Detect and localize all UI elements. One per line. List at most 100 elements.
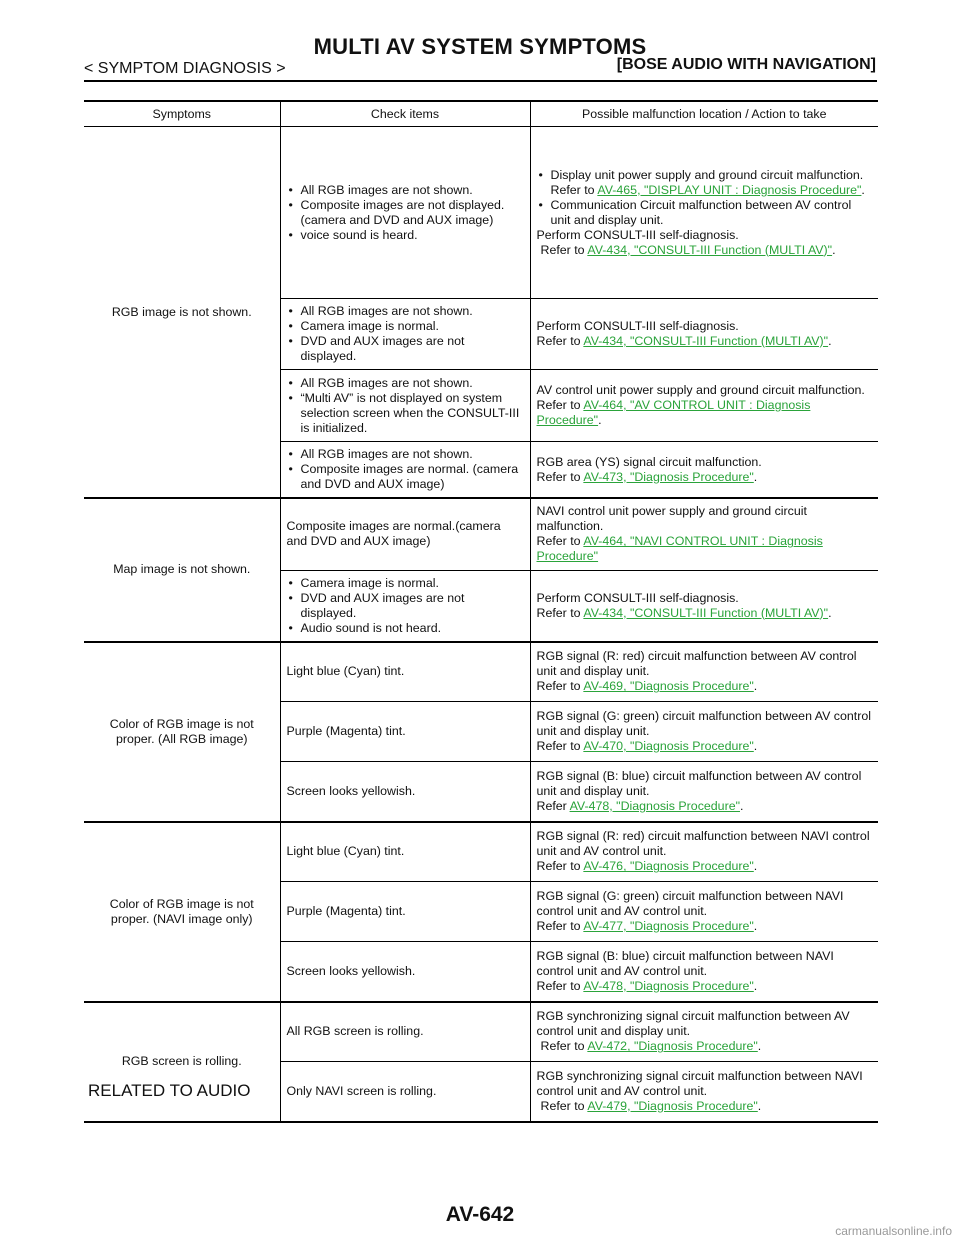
action-cell: Perform CONSULT-III self-diagnosis. Refe… bbox=[530, 570, 878, 643]
check-items-cell: Light blue (Cyan) tint. bbox=[280, 821, 531, 882]
reference-link[interactable]: AV-434, "CONSULT-III Function (MULTI AV)… bbox=[583, 334, 829, 348]
action-text: RGB signal (R: red) circuit malfunction … bbox=[536, 829, 870, 859]
reference-link[interactable]: AV-476, "Diagnosis Procedure" bbox=[583, 859, 754, 874]
reference-link[interactable]: AV-470, "Diagnosis Procedure" bbox=[583, 739, 754, 753]
action-text: NAVI control unit power supply and groun… bbox=[536, 504, 807, 534]
action-text: RGB signal (G: green) circuit malfunctio… bbox=[536, 889, 844, 918]
list-item: Camera image is normal. bbox=[287, 319, 524, 334]
refer-text: Refer to bbox=[536, 469, 584, 484]
table-row: Purple (Magenta) tint. RGB signal (G: gr… bbox=[84, 701, 878, 762]
refer-text: Refer to bbox=[536, 334, 584, 348]
list-item: DVD and AUX images are not displayed. bbox=[287, 591, 524, 621]
column-header-symptoms: Symptoms bbox=[84, 100, 281, 127]
check-items-cell: Screen looks yellowish. bbox=[280, 941, 531, 1003]
reference-link[interactable]: AV-478, "Diagnosis Procedure" bbox=[569, 798, 740, 813]
reference-link[interactable]: AV-464, "AV CONTROL UNIT : Diagnosis Pro… bbox=[536, 398, 811, 427]
reference-link[interactable]: AV-434, "CONSULT-III Function (MULTI AV)… bbox=[587, 242, 833, 257]
list-item: Display unit power supply and ground cir… bbox=[537, 168, 873, 198]
action-cell: Display unit power supply and ground cir… bbox=[530, 126, 878, 299]
action-text: Perform CONSULT-III self-diagnosis. bbox=[536, 590, 739, 605]
action-text: RGB synchronizing signal circuit malfunc… bbox=[536, 1068, 863, 1098]
reference-link[interactable]: AV-469, "Diagnosis Procedure" bbox=[583, 679, 754, 694]
check-items-cell: Purple (Magenta) tint. bbox=[280, 701, 531, 762]
table-header-row: Symptoms Check items Possible malfunctio… bbox=[84, 100, 878, 127]
list-item: All RGB images are not shown. bbox=[287, 304, 524, 319]
check-items-cell: Composite images are normal.(camera and … bbox=[280, 498, 531, 571]
table-row: Only NAVI screen is rolling. RGB synchro… bbox=[84, 1061, 878, 1123]
reference-link[interactable]: AV-465, "DISPLAY UNIT : Diagnosis Proced… bbox=[597, 182, 862, 197]
symptom-cell: Map image is not shown. bbox=[84, 498, 281, 643]
check-items-cell: All RGB screen is rolling. bbox=[280, 1001, 531, 1062]
table-row: All RGB images are not shown. Composite … bbox=[84, 441, 878, 499]
refer-text: Refer to bbox=[540, 1039, 588, 1054]
refer-text: Refer to bbox=[540, 1098, 588, 1113]
list-item: Communication Circuit malfunction betwee… bbox=[537, 198, 873, 228]
list-item: All RGB images are not shown. bbox=[287, 447, 524, 462]
table-row: Screen looks yellowish. RGB signal (B: b… bbox=[84, 941, 878, 1003]
list-item: All RGB images are not shown. bbox=[287, 183, 524, 198]
table-row: Purple (Magenta) tint. RGB signal (G: gr… bbox=[84, 881, 878, 942]
refer-text: Refer to bbox=[536, 398, 584, 412]
reference-link[interactable]: AV-478, "Diagnosis Procedure" bbox=[583, 978, 754, 993]
reference-link[interactable]: AV-472, "Diagnosis Procedure" bbox=[587, 1039, 758, 1054]
action-text: AV control unit power supply and ground … bbox=[536, 383, 865, 397]
watermark: carmanualsonline.info bbox=[835, 1224, 952, 1238]
reference-link[interactable]: AV-473, "Diagnosis Procedure" bbox=[583, 469, 754, 484]
symptoms-table: Symptoms Check items Possible malfunctio… bbox=[84, 100, 878, 1123]
action-cell: RGB signal (B: blue) circuit malfunction… bbox=[530, 761, 878, 823]
action-text: Perform CONSULT-III self-diagnosis. bbox=[536, 227, 739, 242]
refer-text: Refer to bbox=[536, 978, 584, 993]
refer-text: Refer bbox=[536, 798, 570, 813]
reference-link[interactable]: AV-479, "Diagnosis Procedure" bbox=[587, 1098, 758, 1113]
section-heading: RELATED TO AUDIO bbox=[88, 1081, 251, 1100]
list-item: Composite images are not displayed.(came… bbox=[287, 198, 524, 228]
check-items-cell: Screen looks yellowish. bbox=[280, 761, 531, 823]
action-text: RGB area (YS) signal circuit malfunction… bbox=[536, 454, 762, 469]
table-row: Screen looks yellowish. RGB signal (B: b… bbox=[84, 761, 878, 823]
check-items-cell: Purple (Magenta) tint. bbox=[280, 881, 531, 942]
action-cell: Perform CONSULT-III self-diagnosis. Refe… bbox=[530, 298, 878, 370]
page-title: MULTI AV SYSTEM SYMPTOMS bbox=[313, 34, 647, 59]
header-rule bbox=[84, 80, 877, 82]
action-cell: AV control unit power supply and ground … bbox=[530, 369, 878, 442]
check-items-cell: Only NAVI screen is rolling. bbox=[280, 1061, 531, 1123]
action-text: Display unit power supply and ground cir… bbox=[550, 167, 864, 182]
action-cell: RGB signal (R: red) circuit malfunction … bbox=[530, 821, 878, 882]
action-cell: RGB signal (G: green) circuit malfunctio… bbox=[530, 701, 878, 762]
symptom-cell: RGB screen is rolling. bbox=[84, 1001, 281, 1123]
refer-text: Refer to bbox=[540, 242, 588, 257]
symptom-cell: Color of RGB image is not proper. (All R… bbox=[84, 641, 281, 823]
action-text: RGB signal (G: green) circuit malfunctio… bbox=[536, 709, 871, 738]
table-row: All RGB images are not shown. Camera ima… bbox=[84, 298, 878, 370]
action-cell: RGB synchronizing signal circuit malfunc… bbox=[530, 1001, 878, 1062]
reference-link[interactable]: AV-477, "Diagnosis Procedure" bbox=[583, 919, 754, 933]
action-cell: NAVI control unit power supply and groun… bbox=[530, 498, 878, 571]
symptom-cell: RGB image is not shown. bbox=[84, 126, 281, 499]
action-cell: RGB area (YS) signal circuit malfunction… bbox=[530, 441, 878, 499]
list-item: Audio sound is not heard. bbox=[287, 621, 524, 636]
action-text: Perform CONSULT-III self-diagnosis. bbox=[536, 319, 739, 333]
table-row: All RGB images are not shown. “Multi AV”… bbox=[84, 369, 878, 442]
check-items-cell: All RGB images are not shown. Camera ima… bbox=[280, 298, 531, 370]
reference-link[interactable]: AV-464, "NAVI CONTROL UNIT : Diagnosis P… bbox=[536, 534, 823, 564]
section-breadcrumb: < SYMPTOM DIAGNOSIS > bbox=[84, 60, 286, 77]
table-row: Color of RGB image is not proper. (All R… bbox=[84, 641, 878, 823]
action-cell: RGB synchronizing signal circuit malfunc… bbox=[530, 1061, 878, 1123]
check-items-cell: Camera image is normal. DVD and AUX imag… bbox=[280, 570, 531, 643]
table-row: Map image is not shown. Composite images… bbox=[84, 498, 878, 643]
check-items-cell: Light blue (Cyan) tint. bbox=[280, 641, 531, 702]
list-item: “Multi AV” is not displayed on system se… bbox=[287, 391, 524, 436]
list-item: DVD and AUX images are not displayed. bbox=[287, 334, 524, 364]
reference-link[interactable]: AV-434, "CONSULT-III Function (MULTI AV)… bbox=[583, 605, 829, 620]
refer-text: Refer to bbox=[536, 859, 584, 874]
check-items-cell: All RGB images are not shown. Composite … bbox=[280, 441, 531, 499]
refer-text: Refer to bbox=[536, 739, 584, 753]
table-row: RGB image is not shown. All RGB images a… bbox=[84, 126, 878, 499]
refer-text: Refer to bbox=[536, 919, 584, 933]
refer-text: Refer to bbox=[536, 679, 584, 694]
action-cell: RGB signal (R: red) circuit malfunction … bbox=[530, 641, 878, 702]
list-item: voice sound is heard. bbox=[287, 228, 524, 243]
model-label: [BOSE AUDIO WITH NAVIGATION] bbox=[616, 56, 876, 73]
list-item: Composite images are normal. (camera and… bbox=[287, 462, 524, 492]
action-text: RGB synchronizing signal circuit malfunc… bbox=[536, 1009, 850, 1039]
